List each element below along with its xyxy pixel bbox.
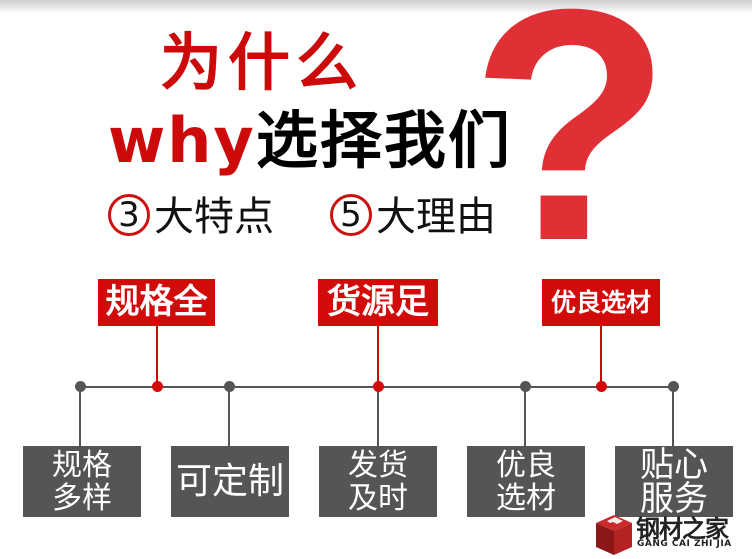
circled-number: 3 — [108, 194, 150, 236]
reason-text: 发货 — [348, 447, 408, 483]
reason-text: 多样 — [52, 480, 112, 516]
connector-line — [79, 387, 81, 447]
cube-g-icon — [596, 515, 632, 555]
reason-box: 可定制 — [171, 446, 289, 517]
connector-line — [524, 387, 526, 447]
feature-tag: 优良选材 — [542, 279, 660, 326]
connector-line — [600, 326, 602, 387]
logo-name: 钢材之家 — [636, 515, 729, 543]
reason-text: 及时 — [348, 480, 408, 516]
reason-text: 可定制 — [175, 461, 284, 502]
reason-text: 选材 — [496, 480, 556, 516]
timeline-dot-red — [596, 381, 607, 392]
timeline-dot-red — [373, 381, 384, 392]
reason-text: 服务 — [640, 478, 708, 519]
timeline-dot-red — [152, 381, 163, 392]
reason-box: 优良选材 — [467, 446, 585, 517]
timeline-dot — [520, 381, 531, 392]
timeline-dot — [75, 381, 86, 392]
connector-line — [377, 387, 379, 447]
title-choose-us: 选择我们 — [255, 104, 512, 177]
subtitle-text: 大理由 — [376, 194, 496, 240]
connector-line — [228, 387, 230, 447]
reason-text: 规格 — [52, 447, 112, 483]
connector-line — [377, 326, 379, 387]
feature-tag: 货源足 — [318, 279, 438, 326]
feature-tag: 规格全 — [98, 279, 215, 326]
reason-box: 规格多样 — [23, 446, 141, 517]
logo-pinyin: GANG CAI ZHI JIA — [637, 539, 732, 549]
subtitle-text: 大特点 — [154, 194, 274, 240]
timeline-dot — [224, 381, 235, 392]
top-shadow — [0, 0, 752, 14]
reason-text: 贴心 — [640, 444, 708, 485]
title-line-2: why选择我们 — [108, 105, 512, 177]
connector-line — [672, 387, 674, 447]
question-mark-icon: ? — [470, 0, 672, 309]
connector-line — [156, 326, 158, 387]
title-line-1: 为什么 — [160, 26, 365, 99]
circled-number: 5 — [330, 194, 372, 236]
reason-box: 贴心服务 — [615, 446, 733, 517]
title-why: why — [108, 104, 256, 177]
timeline-dot — [668, 381, 679, 392]
reason-box: 发货及时 — [319, 446, 437, 517]
reason-text: 优良 — [496, 447, 556, 483]
